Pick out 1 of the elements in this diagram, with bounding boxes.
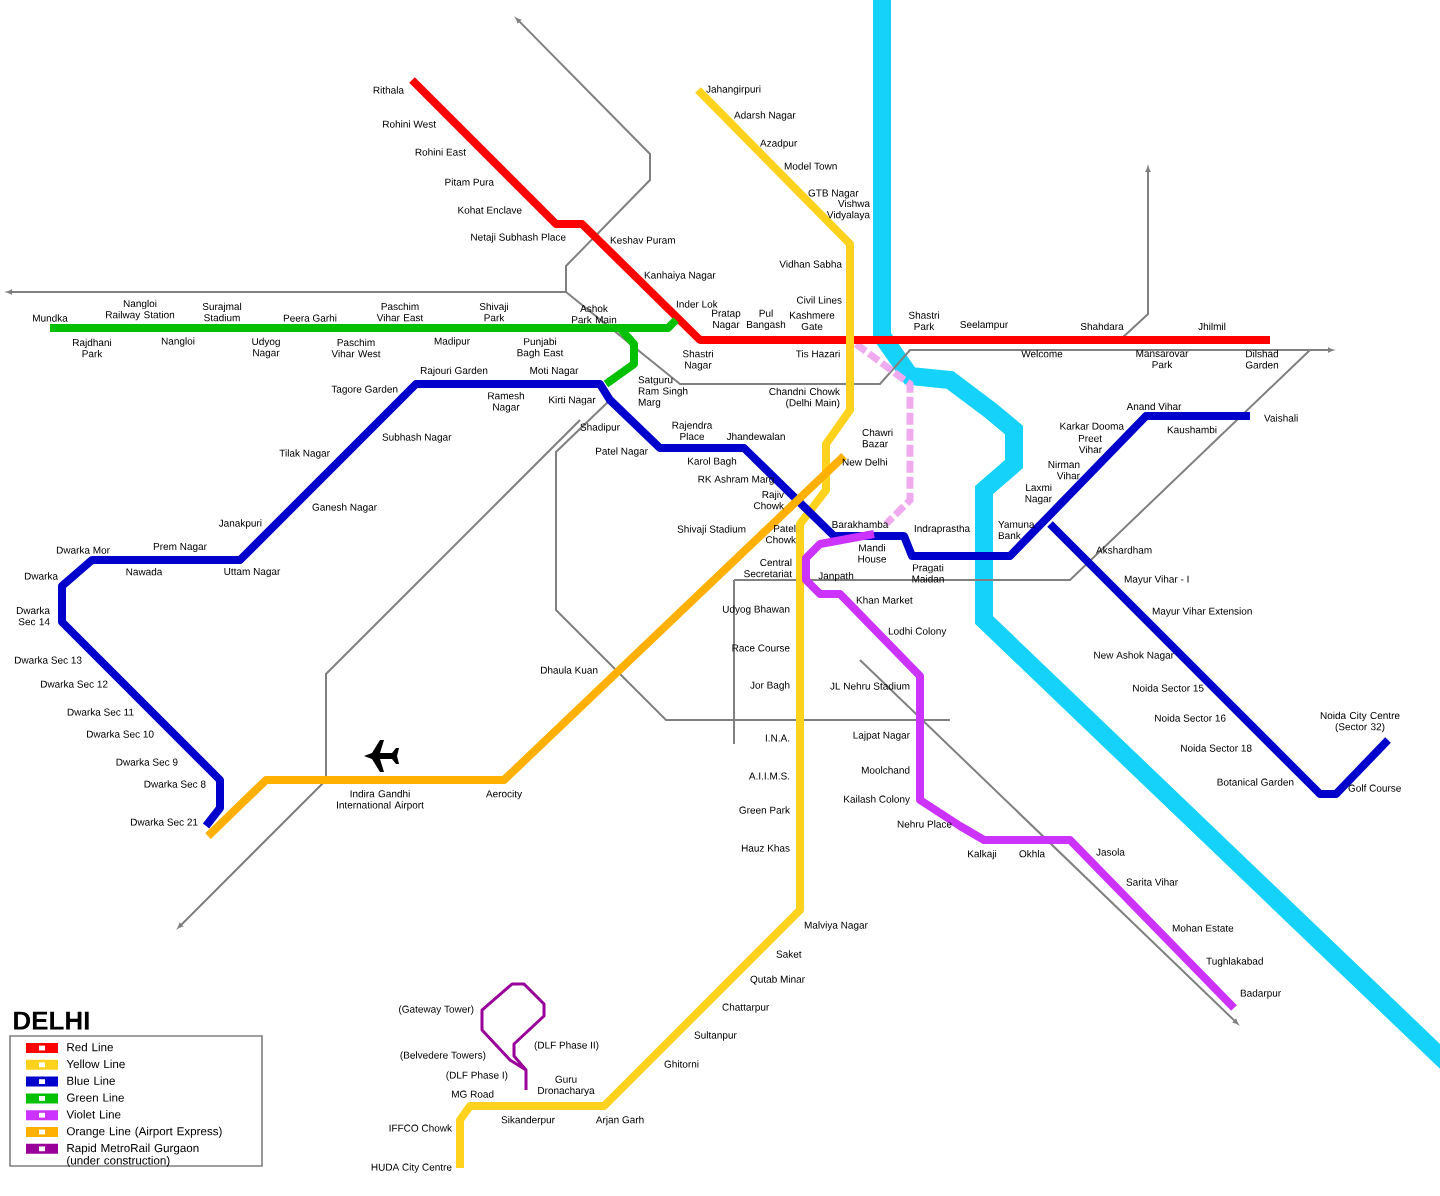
map-title: DELHI <box>14 1011 89 1030</box>
